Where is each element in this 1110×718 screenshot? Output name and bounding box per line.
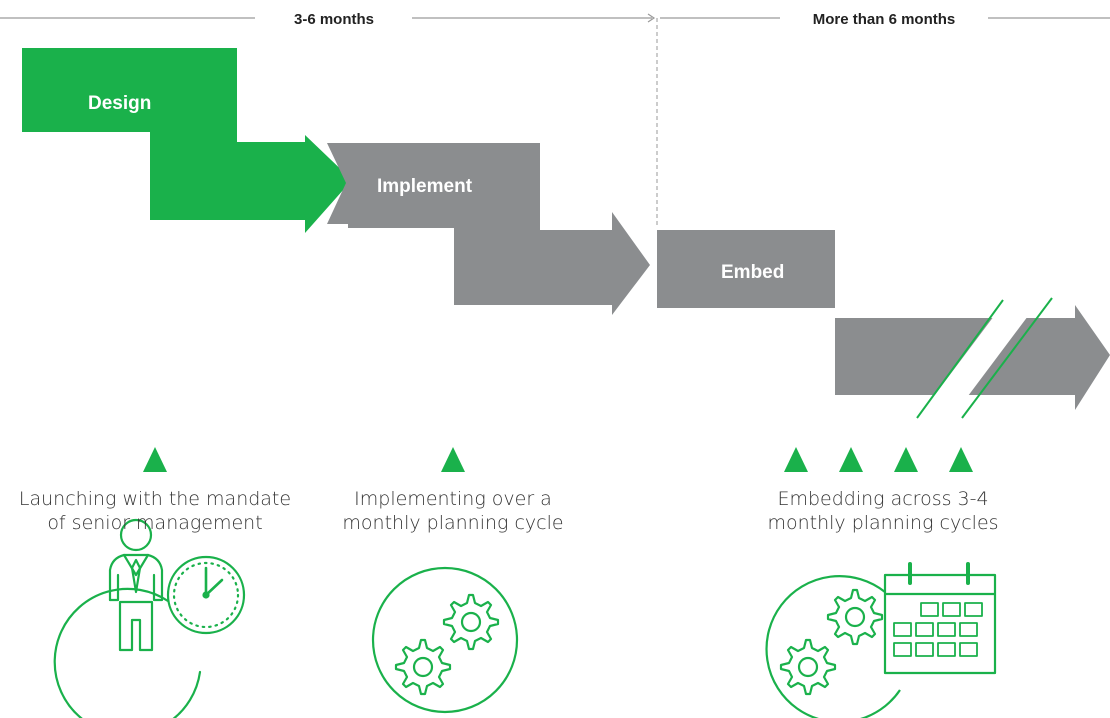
timeline-header: 3-6 months More than 6 months (0, 11, 1110, 228)
caption-embedding: Embedding across 3-4 monthly planning cy… (723, 487, 1043, 535)
period-1-label: 3-6 months (294, 11, 374, 28)
embed-label: Embed (721, 262, 784, 283)
caption-implementing: Implementing over a monthly planning cyc… (308, 487, 598, 535)
caption-launching-line1: Launching with the mandate (18, 488, 292, 510)
marker-triangle-icon (143, 447, 167, 472)
caption-implementing-line2: monthly planning cycle (342, 512, 564, 534)
caption-embedding-line2: monthly planning cycles (767, 512, 999, 534)
implement-label: Implement (377, 176, 473, 197)
caption-embedding-line1: Embedding across 3-4 (777, 488, 989, 510)
design-label: Design (88, 93, 151, 114)
marker-triangle-icon (894, 447, 918, 472)
embed-stage-shape (657, 230, 1110, 410)
design-stage-shape (22, 48, 352, 233)
businessman-clock-icon (53, 518, 246, 718)
timeline-arrow-icon (647, 13, 656, 23)
gears-icon (371, 566, 519, 714)
caption-implementing-line1: Implementing over a (354, 488, 552, 510)
caption-launching-line2: of senior management (47, 512, 263, 534)
marker-triangle-icon (441, 447, 465, 472)
marker-triangle-icon (949, 447, 973, 472)
marker-triangle-icon (839, 447, 863, 472)
gears-calendar-icon (765, 562, 997, 718)
implement-stage-shape (327, 143, 650, 315)
period-2-label: More than 6 months (813, 11, 956, 28)
marker-triangle-icon (784, 447, 808, 472)
timeline-break-icon (916, 297, 1053, 420)
caption-launching: Launching with the mandate of senior man… (0, 487, 310, 535)
